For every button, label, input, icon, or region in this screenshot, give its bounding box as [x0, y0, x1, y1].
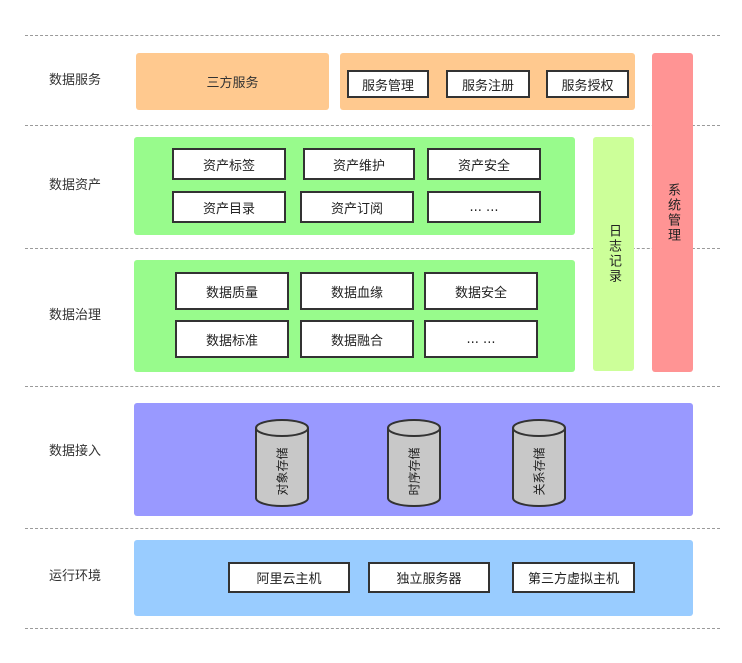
relational-storage-cylinder: 关系存储 [511, 418, 567, 508]
system-management-panel [652, 53, 693, 372]
system-management-label: 系统管理 [665, 182, 680, 243]
separator-line [25, 528, 720, 529]
object-storage-label: 对象存储 [275, 446, 290, 496]
dedicated-server-box: 独立服务器 [368, 562, 490, 593]
third-party-service-panel [136, 53, 329, 110]
separator-line [25, 248, 720, 249]
row-label-governance: 数据治理 [48, 308, 101, 323]
data-lineage-box: 数据血缘 [300, 272, 414, 310]
data-quality-box: 数据质量 [175, 272, 289, 310]
log-record-label: 日志记录 [606, 224, 621, 284]
third-party-service-label: 三方服务 [206, 76, 259, 91]
third-party-vm-box: 第三方虚拟主机 [512, 562, 635, 593]
database-cylinder-icon [512, 419, 566, 507]
data-security-box: 数据安全 [424, 272, 538, 310]
service-manage-box: 服务管理 [347, 70, 429, 98]
row-label-ingestion: 数据接入 [48, 444, 101, 459]
object-storage-cylinder: 对象存储 [254, 418, 310, 508]
row-label-services: 数据服务 [48, 73, 101, 88]
asset-maintain-box: 资产维护 [303, 148, 415, 180]
row-label-assets: 数据资产 [48, 178, 101, 193]
data-fusion-box: 数据融合 [300, 320, 414, 358]
timeseries-storage-label: 时序存储 [407, 446, 422, 496]
separator-line [25, 35, 720, 36]
governance-more-box: ... ... [424, 320, 538, 358]
data-standard-box: 数据标准 [175, 320, 289, 358]
asset-more-box: ... ... [427, 191, 541, 223]
separator-line [25, 386, 720, 387]
row-label-runtime: 运行环境 [48, 569, 101, 584]
log-record-panel [593, 137, 634, 371]
database-cylinder-icon [387, 419, 441, 507]
separator-line [25, 628, 720, 629]
aliyun-host-box: 阿里云主机 [228, 562, 350, 593]
service-register-box: 服务注册 [446, 70, 530, 98]
asset-catalog-box: 资产目录 [172, 191, 286, 223]
relational-storage-label: 关系存储 [532, 446, 547, 496]
separator-line [25, 125, 720, 126]
asset-tag-box: 资产标签 [172, 148, 286, 180]
asset-subscribe-box: 资产订阅 [300, 191, 414, 223]
database-cylinder-icon [255, 419, 309, 507]
timeseries-storage-cylinder: 时序存储 [386, 418, 442, 508]
asset-security-box: 资产安全 [427, 148, 541, 180]
service-authorize-box: 服务授权 [546, 70, 629, 98]
